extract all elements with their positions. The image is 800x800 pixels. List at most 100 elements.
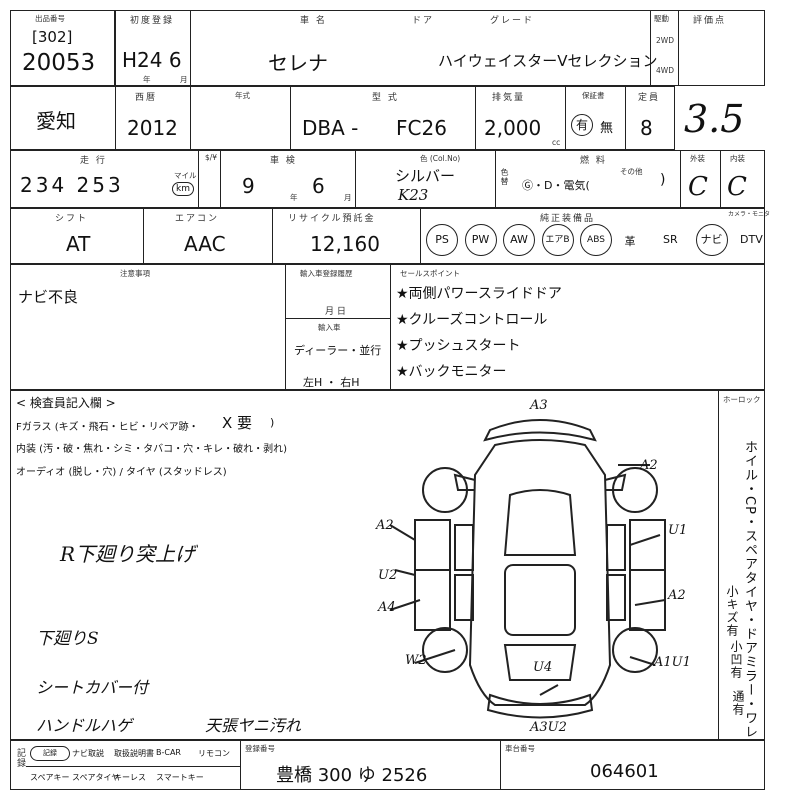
car-diagram (389, 419, 666, 719)
steering: 左H ・ 右H (303, 376, 360, 389)
notes-label: 注意事項 (120, 269, 150, 278)
fuel-label: 燃 料 (580, 156, 607, 166)
ac: AAC (184, 232, 226, 256)
fuel-options: Ⓖ・D・電気( (522, 179, 590, 192)
inspector-title: < 検査員記入欄 > (16, 396, 116, 410)
score: 3.5 (684, 97, 745, 141)
door-label: ドア (412, 16, 435, 26)
side-panel-vertical-main: ホイル・CP・スペアタイヤ・ドアミラー・ワレ (742, 440, 757, 739)
grade: ハイウェイスターVセレクション (438, 52, 658, 70)
handwritten-note-3: シートカバー付 (36, 678, 149, 697)
lot-number: 20053 (22, 50, 96, 76)
color-change-label: 色替 (500, 168, 509, 186)
check-label: 記録 (15, 748, 25, 768)
inspection-label: 保証書 (582, 91, 605, 100)
capacity: 8 (640, 116, 653, 140)
plate: 豊橋 300 ゆ 2526 (276, 765, 428, 786)
score-label: 評価点 (693, 16, 727, 26)
side-panel-sub1: 小キズ有 (725, 585, 739, 637)
inspector-line2: 内装 (汚・破・焦れ・シミ・タバコ・穴・キレ・破れ・剥れ) (16, 444, 287, 455)
interior-label: 内装 (730, 154, 745, 163)
car-name: セレナ (268, 51, 328, 75)
notes-box (10, 264, 765, 390)
sales-label: セールスポイント (400, 269, 460, 278)
handwritten-note-2: 下廻りS (36, 629, 99, 649)
side-panel (718, 390, 765, 740)
camera-label: カメラ・モニタ (728, 211, 771, 218)
equipment-item: AW (503, 224, 535, 256)
chassis-label: 車台番号 (505, 744, 535, 753)
inspector-line3: オーディオ (脱し・穴) / タイヤ (スタッドレス) (16, 467, 227, 478)
chassis: 064601 (590, 761, 659, 782)
model: FC26 (396, 116, 447, 140)
damage-mark: A1U1 (654, 655, 691, 670)
year-label: 西暦 (135, 93, 158, 103)
footer-box (10, 740, 765, 790)
damage-mark: U1 (668, 523, 688, 538)
shaken-year: 9 (242, 174, 255, 198)
year: 2012 (127, 116, 178, 140)
handwritten-note-4: ハンドルハゲ (36, 716, 133, 735)
recycle: 12,160 (310, 232, 380, 256)
color: シルバー (395, 167, 456, 185)
model-label: 型 式 (372, 93, 399, 103)
row1-box (115, 10, 765, 86)
equipment-item: ABS (580, 224, 612, 256)
damage-mark: A2 (668, 588, 686, 603)
equipment-item: PS (426, 224, 458, 256)
damage-mark: A2 (376, 518, 394, 533)
model-prefix: DBA - (302, 116, 359, 140)
sales-point: ★プッシュスタート (396, 338, 521, 354)
damage-mark: A4 (378, 600, 396, 615)
check-item: 取扱説明書 (114, 749, 154, 758)
damage-mark: U2 (378, 568, 398, 583)
check-item: B-CAR (156, 748, 181, 757)
exterior: C (688, 172, 708, 202)
lot-label: 出品番号 (35, 14, 65, 23)
damage-mark: W2 (405, 653, 427, 668)
damage-mark: A3 (530, 398, 548, 413)
check-item: スペアタイヤ (72, 773, 120, 782)
first-reg: H24 6 (122, 48, 182, 72)
displacement-unit: cc (552, 138, 561, 147)
shaken-month: 6 (312, 174, 325, 198)
damage-mark: U4 (533, 660, 553, 675)
mileage-label: 走 行 (80, 156, 107, 166)
mileage-unit-mile: マイル (174, 171, 197, 180)
shaken-year-unit: 年 (290, 193, 298, 202)
inspector-line1-suffix: ) (270, 416, 275, 429)
lot-prefix: [302] (32, 28, 73, 46)
color-label: 色 (Col.No) (420, 154, 461, 163)
year-small: 年 (143, 75, 151, 84)
row4-box (10, 208, 765, 264)
car-name-label: 車 名 (300, 16, 327, 26)
equipment-item: SR (663, 233, 678, 246)
equipment-item: 革 (624, 235, 636, 248)
handwritten-note-1: R下廻り突上げ (60, 542, 196, 566)
equipment-item: PW (464, 224, 497, 256)
drive-2wd: 2WD (656, 36, 674, 45)
grade-label: グレード (490, 16, 535, 26)
row3-box (10, 150, 765, 208)
check-item: スペアキー (30, 773, 70, 782)
equipment-label: 純正装備品 (540, 214, 596, 224)
damage-mark: A2 (640, 458, 658, 473)
shift-label: シフト (55, 214, 89, 224)
displacement-label: 排気量 (492, 93, 526, 103)
handwritten-note-5: 天張ヤニ汚れ (205, 716, 302, 735)
meter-label: $/¥ (205, 153, 218, 162)
sales-point: ★バックモニター (396, 364, 507, 380)
equipment-item: ナビ (695, 224, 728, 256)
side-panel-sub3: 通有 (731, 690, 745, 716)
month-small: 月 (180, 75, 188, 84)
damage-mark: A3U2 (530, 720, 567, 735)
side-panel-title: ホーロック (723, 395, 761, 404)
equipment-item: DTV (740, 233, 763, 246)
lot-box (10, 10, 115, 86)
inspector-line1-prefix: Fガラス (キズ・飛石・ヒビ・リペア跡・ (16, 422, 199, 433)
shaken-month-unit: 月 (344, 193, 352, 202)
side-panel-sub2: 小凹有 (729, 640, 743, 679)
history-label: 輸入車登録履歴 (300, 269, 353, 278)
check-item: リモコン (198, 749, 230, 758)
